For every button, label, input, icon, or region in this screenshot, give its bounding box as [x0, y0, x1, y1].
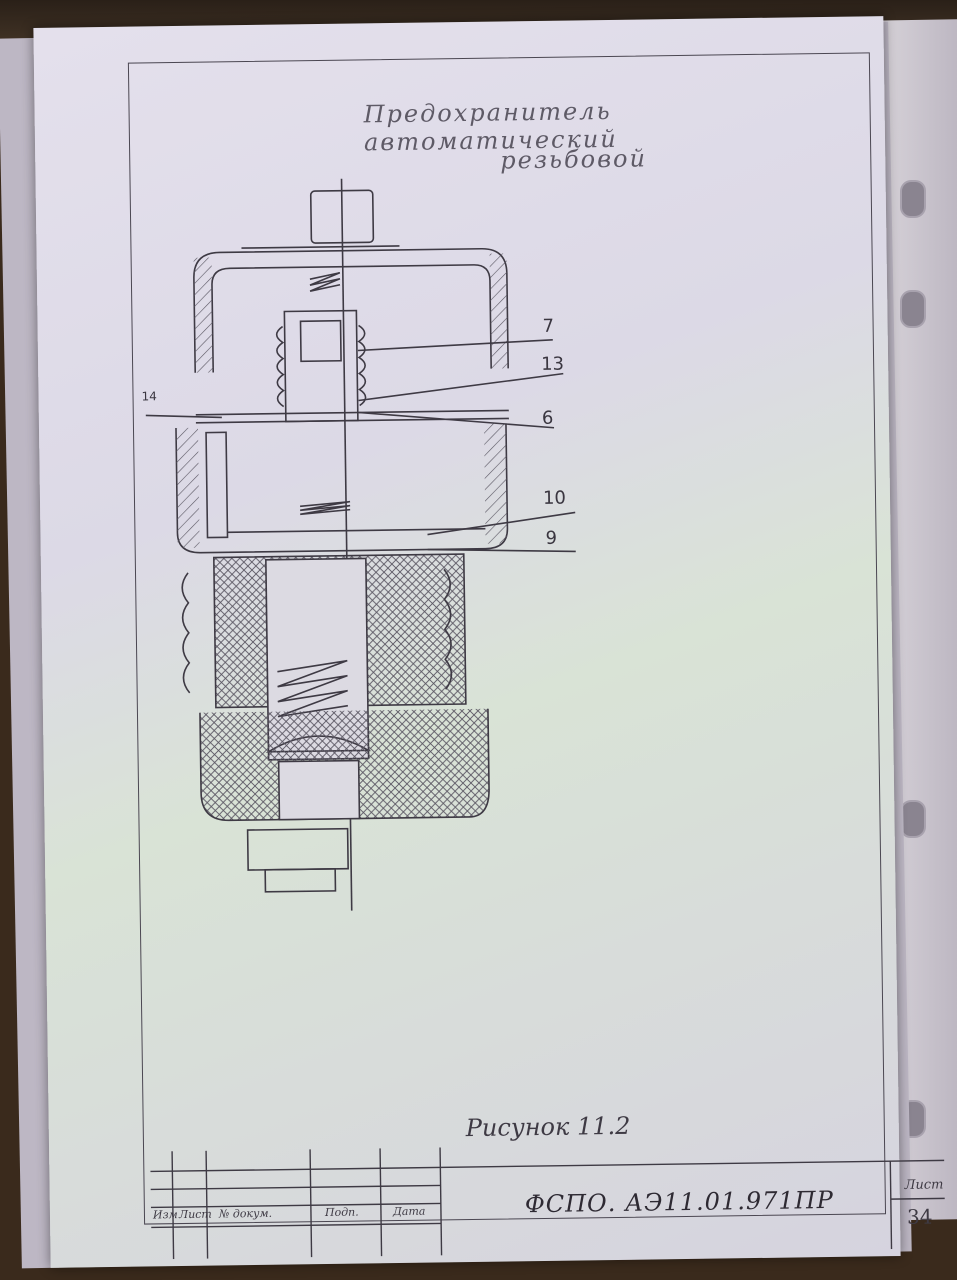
drawing-sheet: Предохранитель автоматический резьбовой [33, 16, 945, 1268]
leader-label-6: 6 [541, 407, 554, 429]
leader-label-10: 10 [542, 487, 567, 509]
document-code: ФСПО. АЭ11.01.971ПР [524, 1185, 834, 1219]
punch-hole [900, 179, 926, 219]
figure-caption: Рисунок 11.2 [465, 1111, 631, 1143]
sheet-label: Лист [904, 1177, 944, 1193]
drawing-frame: Предохранитель автоматический резьбовой [127, 52, 945, 1260]
fuse-cross-section-drawing [145, 178, 576, 911]
punch-hole [900, 289, 926, 329]
stamp-col-izm: Изм [152, 1208, 178, 1222]
stamp-col-podp: Подп. [324, 1205, 359, 1220]
leader-label-7: 7 [542, 315, 555, 337]
leader-label-14: 14 [141, 389, 157, 404]
stamp-col-list: Лист [178, 1207, 212, 1222]
leader-label-9: 9 [545, 527, 558, 549]
sheet-number: 34 [906, 1204, 933, 1229]
stamp-col-data: Дата [392, 1204, 426, 1219]
title-block-grid [150, 1147, 945, 1260]
leader-label-13: 13 [540, 353, 565, 375]
punch-hole [900, 799, 926, 839]
stamp-col-dokum: № докум. [218, 1206, 273, 1221]
